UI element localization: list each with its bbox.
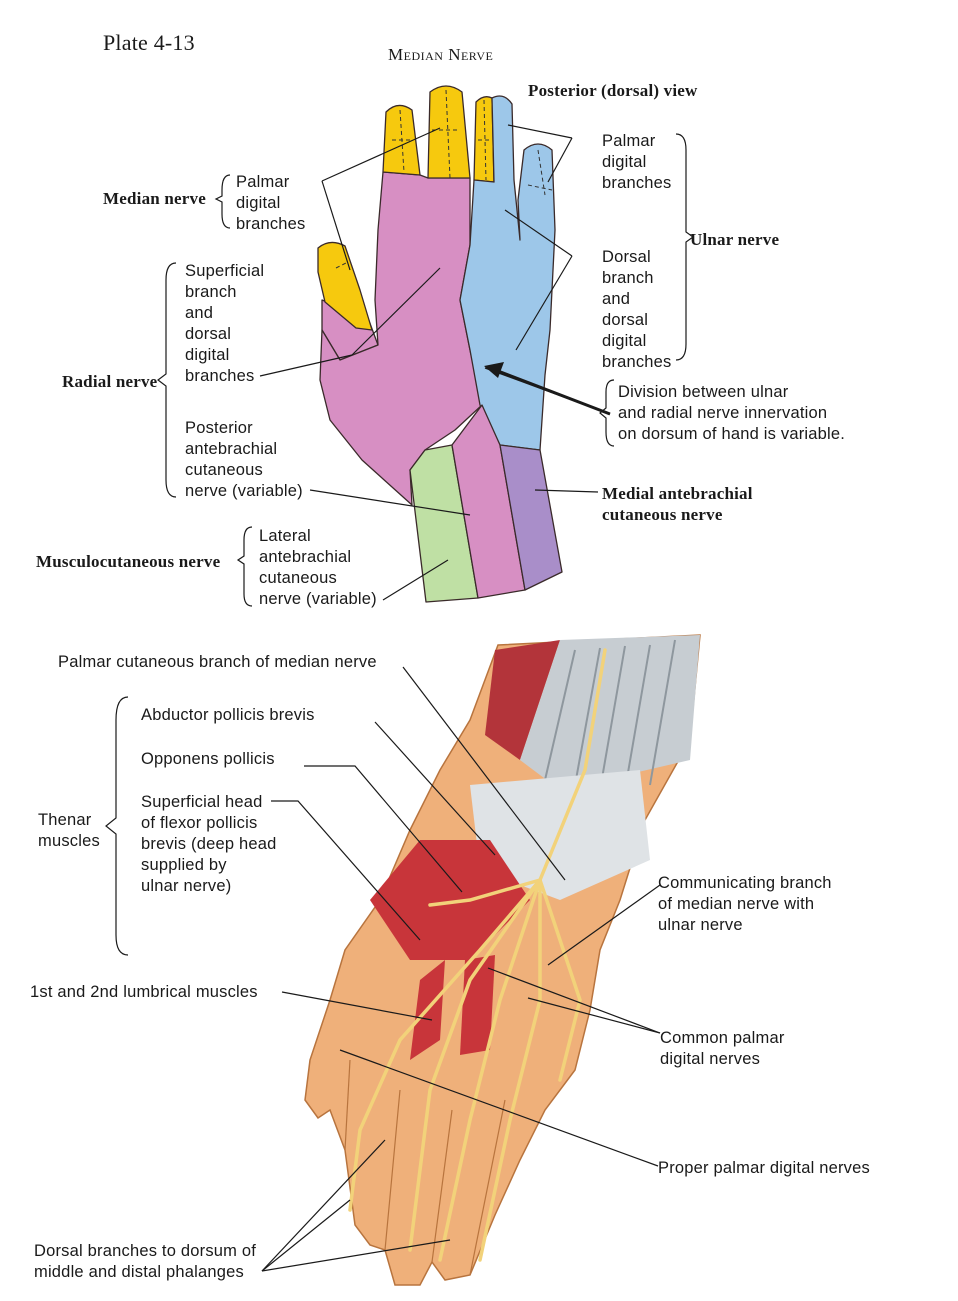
ulnar-palmar-line3: branches (602, 174, 672, 192)
superficial-head-line3: brevis (deep head (141, 835, 277, 853)
ulnar-zone (459, 95, 556, 451)
proper-palmar-label: Proper palmar digital nerves (658, 1159, 870, 1177)
radial-superficial-line3: and (185, 304, 214, 322)
musculocutaneous-nerve-label: Musculocutaneous nerve (36, 552, 221, 571)
thenar-line2: muscles (38, 832, 100, 850)
medial-antebrachial-zone (499, 444, 563, 591)
radial-superficial-line1: Superficial (185, 262, 265, 280)
musculo-lateral-line3: cutaneous (259, 569, 337, 587)
radial-superficial-line2: branch (185, 283, 237, 301)
musculo-lateral-line4: nerve (variable) (259, 590, 377, 608)
thenar-line1: Thenar (38, 811, 92, 829)
opponens-label: Opponens pollicis (141, 750, 275, 768)
ulnar-dorsal-line2: branch (602, 269, 654, 287)
ulnar-dorsal-line1: Dorsal (602, 248, 651, 266)
dorsal-hand-diagram (317, 85, 563, 603)
ulnar-dorsal-line3: and (602, 290, 631, 308)
radial-superficial-line6: branches (185, 367, 255, 385)
communicating-line2: of median nerve with (658, 895, 815, 913)
radial-superficial-line5: digital (185, 346, 230, 364)
superficial-head-line1: Superficial head (141, 793, 263, 811)
abductor-label: Abductor pollicis brevis (141, 706, 315, 724)
superficial-head-line4: supplied by (141, 856, 227, 874)
division-arrowhead (484, 362, 504, 378)
superficial-head-line2: of flexor pollicis (141, 814, 258, 832)
plate-number: Plate 4-13 (103, 30, 195, 55)
nerve-branches (348, 648, 607, 1262)
common-palmar-line1: Common palmar (660, 1029, 785, 1047)
top-leader-lines (157, 124, 695, 607)
ulnar-dorsal-line5: digital (602, 332, 647, 350)
division-note-line1: Division between ulnar (618, 383, 789, 401)
median-palmar-line1: Palmar (236, 173, 290, 191)
bottom-leader-lines (105, 666, 661, 1272)
division-note-line2: and radial nerve innervation (618, 404, 828, 422)
medial-antebrachial-line1: Medial antebrachial (602, 484, 753, 503)
palmar-hand-illustration (304, 634, 701, 1286)
thenar-muscles (370, 840, 530, 960)
radial-posterior-line3: cutaneous (185, 461, 263, 479)
division-note-line3: on dorsum of hand is variable. (618, 425, 846, 443)
forearm-muscle (485, 640, 560, 760)
dorsal-branches-line2: middle and distal phalanges (34, 1263, 244, 1281)
figure-title: Median Nerve (388, 45, 494, 64)
communicating-line1: Communicating branch (658, 874, 832, 892)
ulnar-dorsal-line6: branches (602, 353, 672, 371)
musculo-lateral-line1: Lateral (259, 527, 311, 545)
medial-antebrachial-line2: cutaneous nerve (602, 505, 723, 524)
musculo-lateral-line2: antebrachial (259, 548, 352, 566)
common-palmar-line2: digital nerves (660, 1050, 761, 1068)
radial-nerve-label: Radial nerve (62, 372, 158, 391)
radial-posterior-line1: Posterior (185, 419, 253, 437)
dorsal-branches-line1: Dorsal branches to dorsum of (34, 1242, 257, 1260)
ulnar-nerve-label: Ulnar nerve (690, 230, 780, 249)
ulnar-palmar-line1: Palmar (602, 132, 656, 150)
ulnar-dorsal-line4: dorsal (602, 311, 649, 329)
radial-posterior-line4: nerve (variable) (185, 482, 303, 500)
median-palmar-line2: digital (236, 194, 281, 212)
palmar-cutaneous-label: Palmar cutaneous branch of median nerve (58, 653, 377, 671)
superficial-head-line5: ulnar nerve) (141, 877, 232, 895)
radial-posterior-line2: antebrachial (185, 440, 278, 458)
radial-superficial-line4: dorsal (185, 325, 232, 343)
view-label: Posterior (dorsal) view (528, 81, 698, 100)
middle-median-zone (427, 85, 471, 179)
ulnar-palmar-line2: digital (602, 153, 647, 171)
communicating-line3: ulnar nerve (658, 916, 743, 934)
lumbrical-label: 1st and 2nd lumbrical muscles (30, 983, 258, 1001)
median-nerve-label: Median nerve (103, 189, 206, 208)
division-arrow (497, 369, 611, 416)
median-palmar-line3: branches (236, 215, 306, 233)
